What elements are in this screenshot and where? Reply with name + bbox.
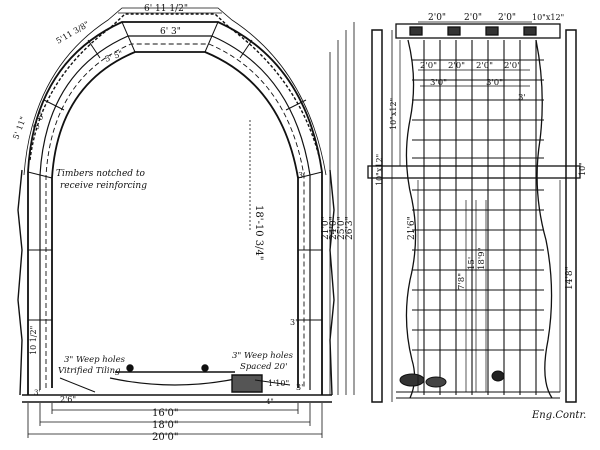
row3-spacing-2: 3'0" [486, 78, 503, 88]
dim-arch-inner: 5' 5" [104, 49, 125, 64]
dim-springing: 18'-10 3/4" [253, 205, 264, 260]
note-weep-right-line1: 3" Weep holes [232, 351, 294, 361]
note-weep-right-line2: Spaced 20' [240, 362, 287, 372]
mesh-rock-edge [405, 39, 417, 399]
elevation-base-rubble [396, 370, 560, 399]
mesh-vertical-bars [423, 40, 537, 395]
bar-c: 18'9" [477, 247, 487, 270]
note-timbers-line1: Timbers notched to [56, 169, 146, 179]
elevation-mid-timber [367, 165, 581, 179]
section-labels: 6' 11 1/2" 6' 3" 5'11 3/8" 5' 5" 3' 6" 5… [11, 4, 355, 443]
tunnel-floor [22, 364, 332, 403]
height-right: 14'8" [565, 266, 575, 290]
credit-label: Eng.Contr. [531, 410, 586, 421]
top-spacing-1: 2'0" [428, 13, 446, 23]
top-spacing-2: 2'0" [464, 13, 482, 23]
crown-dimension-lines [118, 12, 251, 230]
note-weep-left-line2: Vitrified Tiling [58, 366, 121, 376]
dim-base-b: 4" [266, 398, 274, 406]
bar-b: 15' [467, 257, 477, 270]
top-spacing-3: 2'0" [498, 13, 516, 23]
dim-crown-inner: 6' 3" [160, 27, 181, 37]
tunnel-cross-section [17, 7, 355, 438]
height-dimension-lines [329, 22, 355, 395]
dim-height-1: 21'0" [321, 216, 331, 240]
row3-spacing-1: 3'0" [430, 78, 447, 88]
dim-crown-outer: 6' 11 1/2" [144, 4, 188, 14]
bar-a: 7'8" [457, 273, 467, 290]
dim-arch-thick: 5'11 3/8" [55, 20, 91, 46]
mesh-right-edge [535, 39, 553, 399]
mesh-horizontal-bars [412, 59, 544, 351]
row2-spacing-4: 2'0" [504, 61, 521, 71]
dim-wall-low: 10 1/2" [29, 326, 38, 355]
elevation-dimension-lines [399, 21, 561, 392]
reinforcing-elevation [367, 21, 581, 403]
elevation-top-timber [395, 23, 561, 39]
dim-wall-mid: 3" [290, 318, 299, 327]
elevation-labels: 2'0" 2'0" 2'0" 10"x12" 2'0" 2'0" 2'0" 2'… [375, 13, 587, 421]
dim-height-4: 26'3" [345, 216, 355, 240]
row4-spacing: 3' [518, 93, 526, 103]
top-spacing-end: 10"x12" [532, 13, 564, 22]
width-dimension-lines [27, 403, 323, 438]
lining-timbers [27, 21, 323, 321]
dim-drain-depth: 3' [296, 383, 303, 392]
height-inner: 21'6" [407, 216, 417, 240]
dim-width-mid: 18'0" [152, 420, 178, 431]
dim-height-3: 25'0" [337, 216, 347, 240]
lining-outer-outline [27, 21, 323, 395]
dim-width-outer: 20'0" [152, 432, 178, 443]
dim-height-2: 24'0" [329, 216, 339, 240]
reinforcing-line [45, 43, 305, 388]
dim-base-a: 3' [34, 389, 40, 397]
dim-footing: 2'6" [60, 395, 76, 404]
dim-drain: 1'10" [268, 379, 289, 388]
timber-mid-right-size: 10" [578, 162, 587, 176]
note-timbers-line2: receive reinforcing [60, 181, 147, 191]
timber-mid-size: 10"x12" [375, 154, 384, 186]
rock-hatching [17, 7, 335, 396]
elevation-posts [371, 29, 577, 403]
lining-middle-outline [39, 35, 311, 390]
row2-spacing-3: 2'0" [476, 61, 493, 71]
dim-side-b: 5' 11" [11, 115, 28, 140]
row2-spacing-2: 2'0" [448, 61, 465, 71]
row2-spacing-1: 2'0" [420, 61, 437, 71]
timber-upper-size: 10"x12" [389, 98, 398, 130]
dim-width-inner: 16'0" [152, 408, 178, 419]
note-weep-left-line1: 3" Weep holes [64, 355, 126, 365]
dim-wall-top: 3' [298, 171, 305, 180]
dim-side-a: 3' 6" [32, 110, 47, 131]
